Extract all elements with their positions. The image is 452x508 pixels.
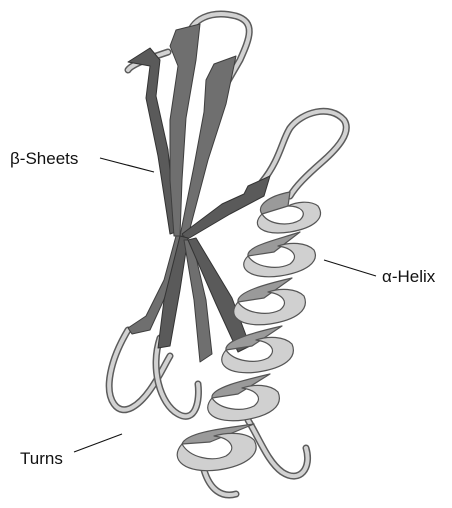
- label-beta-sheets-group: β-Sheets: [10, 149, 154, 172]
- leader-line-alpha-helix: [324, 260, 376, 276]
- label-beta-sheets: β-Sheets: [10, 149, 78, 168]
- leader-line-beta-sheets: [100, 158, 154, 172]
- label-turns: Turns: [20, 449, 63, 468]
- label-alpha-helix: α-Helix: [382, 267, 436, 286]
- leader-line-turns: [74, 434, 122, 452]
- label-turns-group: Turns: [20, 434, 122, 468]
- label-alpha-helix-group: α-Helix: [324, 260, 436, 286]
